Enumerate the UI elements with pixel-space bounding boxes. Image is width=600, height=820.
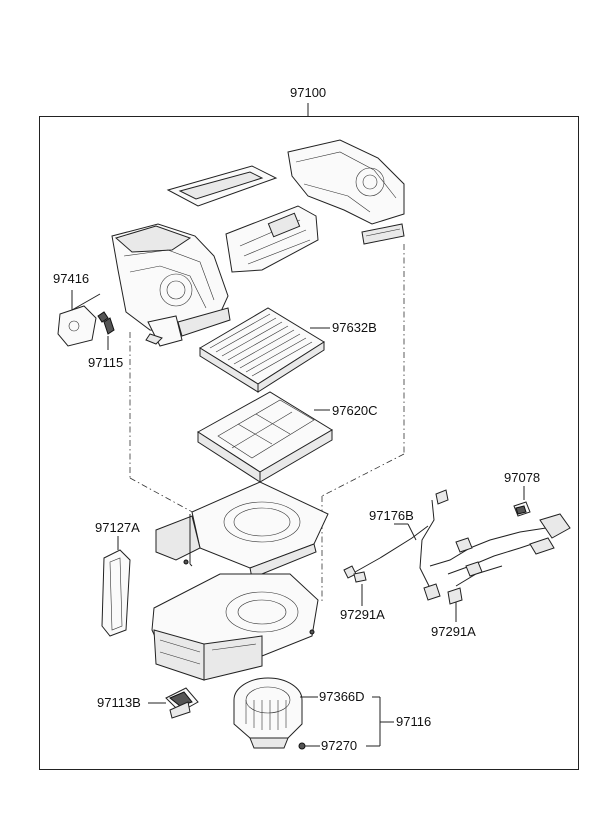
screw-97270 xyxy=(298,742,306,750)
blower-motor-97366D xyxy=(233,677,303,749)
label-97127A: 97127A xyxy=(95,520,140,535)
upper-case-housing xyxy=(111,139,405,347)
label-97632B: 97632B xyxy=(332,320,377,335)
wire-97176B xyxy=(343,489,449,601)
filter-cover-97620C xyxy=(197,391,333,483)
blower-housing xyxy=(151,573,319,681)
label-97291A-left: 97291A xyxy=(340,607,385,622)
label-97176B: 97176B xyxy=(369,508,414,523)
label-97620C: 97620C xyxy=(332,403,378,418)
label-97113B: 97113B xyxy=(97,695,141,710)
label-97270: 97270 xyxy=(321,738,358,753)
label-97115: 97115 xyxy=(88,355,124,370)
label-97116: 97116 xyxy=(396,714,432,729)
connector-97078 xyxy=(513,501,531,517)
actuator-97416 xyxy=(57,305,109,347)
assembly-frame xyxy=(39,116,579,770)
label-97100: 97100 xyxy=(290,85,327,100)
resistor-97113B xyxy=(165,687,199,719)
screw-97115 xyxy=(103,317,115,335)
intake-frame xyxy=(155,481,329,579)
label-97291A-right: 97291A xyxy=(431,624,476,639)
label-97366D: 97366D xyxy=(319,689,365,704)
filter-97632B xyxy=(199,307,325,393)
top-gasket xyxy=(166,165,278,207)
label-97078: 97078 xyxy=(504,470,541,485)
label-97416: 97416 xyxy=(53,271,90,286)
seal-97127A xyxy=(101,549,131,637)
wire-harness xyxy=(429,513,571,605)
